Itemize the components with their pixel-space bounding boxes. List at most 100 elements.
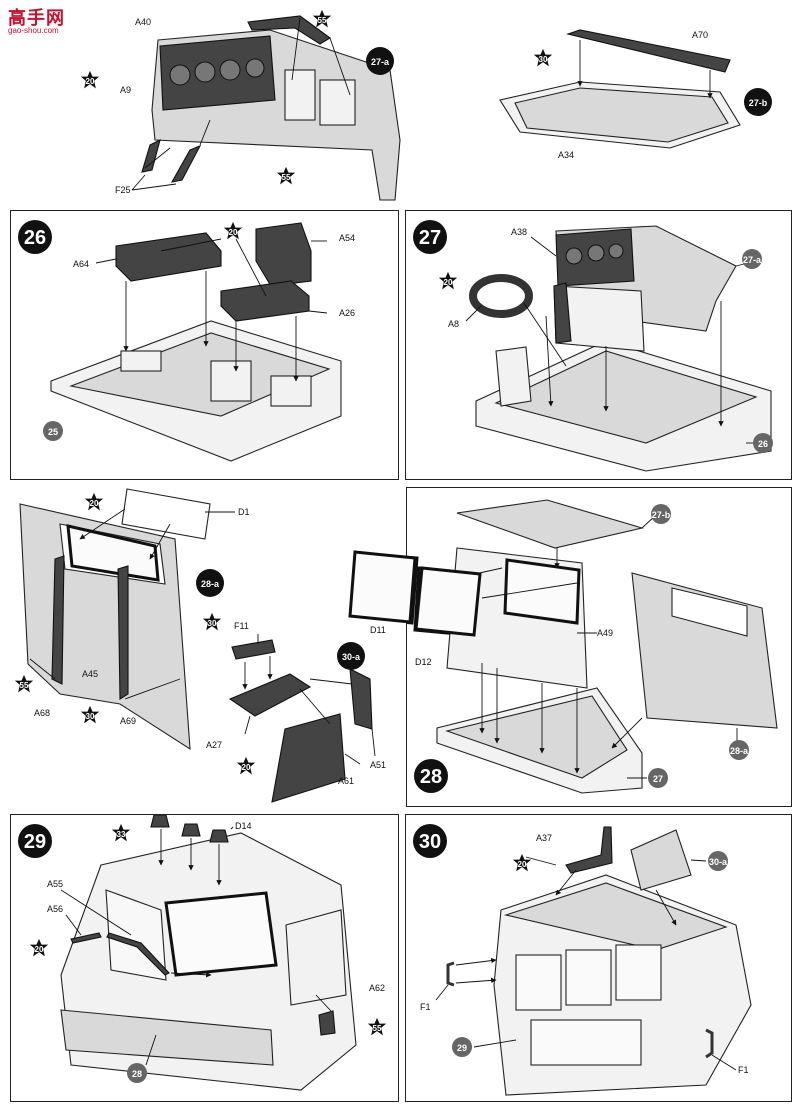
label-d14: D14	[235, 821, 252, 831]
svg-text:28: 28	[132, 1069, 142, 1079]
label-a34: A34	[558, 150, 574, 160]
part-a69	[117, 565, 129, 700]
subassembly-ref-30a: 30-a	[708, 851, 728, 871]
part-a64	[115, 232, 222, 282]
step-27-panel: 27 A38 A8 20 27-a 26	[405, 210, 792, 480]
part-a70	[566, 29, 731, 73]
subassembly-ref-27a: 27-a	[742, 249, 762, 269]
part-d1	[121, 488, 211, 540]
label-a27: A27	[206, 740, 222, 750]
part-f25-left	[141, 138, 161, 173]
part-a61	[271, 713, 346, 803]
part-f1-right	[705, 1028, 714, 1059]
part-a62	[318, 1010, 336, 1036]
label-a56: A56	[47, 904, 63, 914]
watermark-url: gao-shou.com	[8, 26, 59, 35]
step-number-30: 30	[413, 824, 447, 858]
subassembly-ref-28a: 28-a	[196, 569, 224, 597]
label-a26: A26	[339, 308, 355, 318]
part-d14-middle	[181, 823, 201, 837]
step-number-27: 27	[413, 220, 447, 254]
part-a56	[70, 932, 102, 944]
label-f11: F11	[234, 621, 249, 631]
paint-code-20: 20	[518, 860, 527, 869]
step-number-28: 28	[414, 759, 448, 793]
part-f11	[231, 639, 276, 660]
paint-code-55: 55	[373, 1024, 382, 1033]
paint-code-20: 20	[90, 499, 99, 508]
subassembly-ref-30a: 30-a	[337, 642, 365, 670]
part-a26	[220, 280, 310, 322]
svg-text:28-a: 28-a	[730, 746, 749, 756]
label-a61: A61	[338, 776, 354, 786]
step-number-26: 26	[18, 220, 52, 254]
paint-code-30: 30	[539, 55, 548, 64]
label-a55: A55	[47, 879, 63, 889]
svg-text:25: 25	[48, 427, 58, 437]
label-a69: A69	[120, 716, 136, 726]
part-a40	[247, 15, 331, 45]
step-29-panel: 29 D14 A55 A56 A62 33 20 55 28	[10, 814, 399, 1102]
svg-text:27-b: 27-b	[749, 98, 768, 108]
component-marker-25: 25	[43, 421, 63, 441]
svg-text:30-a: 30-a	[342, 652, 361, 662]
part-f25-right	[170, 144, 202, 183]
label-a45: A45	[82, 669, 98, 679]
svg-text:27-b: 27-b	[652, 510, 671, 520]
step-28-panel: 28 A49 27-b 28-a 27	[406, 487, 792, 807]
part-a55	[106, 932, 170, 976]
part-a8-steering-wheel	[469, 274, 533, 318]
part-a54	[255, 222, 312, 287]
svg-text:28: 28	[420, 766, 442, 788]
subassembly-ref-27b: 27-b	[651, 504, 671, 524]
label-a37: A37	[536, 833, 552, 843]
label-a40: A40	[135, 17, 151, 27]
paint-code-55-bottom: 55	[282, 173, 291, 182]
label-d11: D11	[370, 625, 386, 635]
part-a37	[565, 826, 613, 874]
component-marker-27: 27	[648, 768, 668, 788]
subassembly-ref-28a: 28-a	[729, 740, 749, 760]
part-f1-left	[446, 961, 455, 987]
label-a51: A51	[370, 760, 386, 770]
label-a9: A9	[120, 85, 131, 95]
subassembly-28a-30a: D1 A45 A68 A69 20 30 55 30 28-a F11 A27 …	[14, 488, 386, 803]
watermark-logo: 高手网 gao-shou.com	[4, 4, 74, 38]
paint-code-30-bottom: 30	[86, 712, 95, 721]
subassembly-ref-27a: 27-a	[366, 47, 394, 75]
part-a27	[228, 673, 312, 717]
component-marker-28: 28	[127, 1063, 147, 1083]
label-a54: A54	[339, 233, 355, 243]
label-f1-right: F1	[738, 1065, 749, 1075]
svg-text:29: 29	[24, 831, 46, 853]
part-a68	[51, 555, 65, 685]
label-a62: A62	[369, 983, 385, 993]
svg-text:30-a: 30-a	[709, 857, 728, 867]
label-a64: A64	[73, 259, 89, 269]
step-26-panel: 26 A64 A54 A26 20 25	[10, 210, 399, 480]
part-d14-left	[150, 815, 170, 828]
svg-text:27-a: 27-a	[743, 255, 762, 265]
paint-code-20: 20	[86, 77, 95, 86]
label-d12: D12	[415, 657, 432, 667]
svg-text:27: 27	[419, 227, 441, 249]
paint-code-20: 20	[35, 945, 44, 954]
svg-text:27: 27	[653, 774, 663, 784]
paint-code-33: 33	[117, 830, 126, 839]
label-a8: A8	[448, 319, 459, 329]
svg-text:28-a: 28-a	[201, 579, 220, 589]
svg-text:29: 29	[457, 1043, 467, 1053]
label-d1: D1	[238, 507, 250, 517]
paint-code-55: 55	[20, 681, 29, 690]
subassembly-ref-27b: 27-b	[744, 88, 772, 116]
label-a49: A49	[597, 628, 613, 638]
paint-code-55-top: 55	[318, 16, 327, 25]
paint-code-30-right: 30	[208, 619, 217, 628]
svg-text:26: 26	[24, 227, 46, 249]
label-a70: A70	[692, 30, 708, 40]
label-a68: A68	[34, 708, 50, 718]
dashboard-part	[151, 29, 401, 201]
svg-text:26: 26	[758, 439, 768, 449]
step-28-glass-labels: D11 D12	[348, 550, 482, 667]
paint-code-20: 20	[229, 228, 238, 237]
